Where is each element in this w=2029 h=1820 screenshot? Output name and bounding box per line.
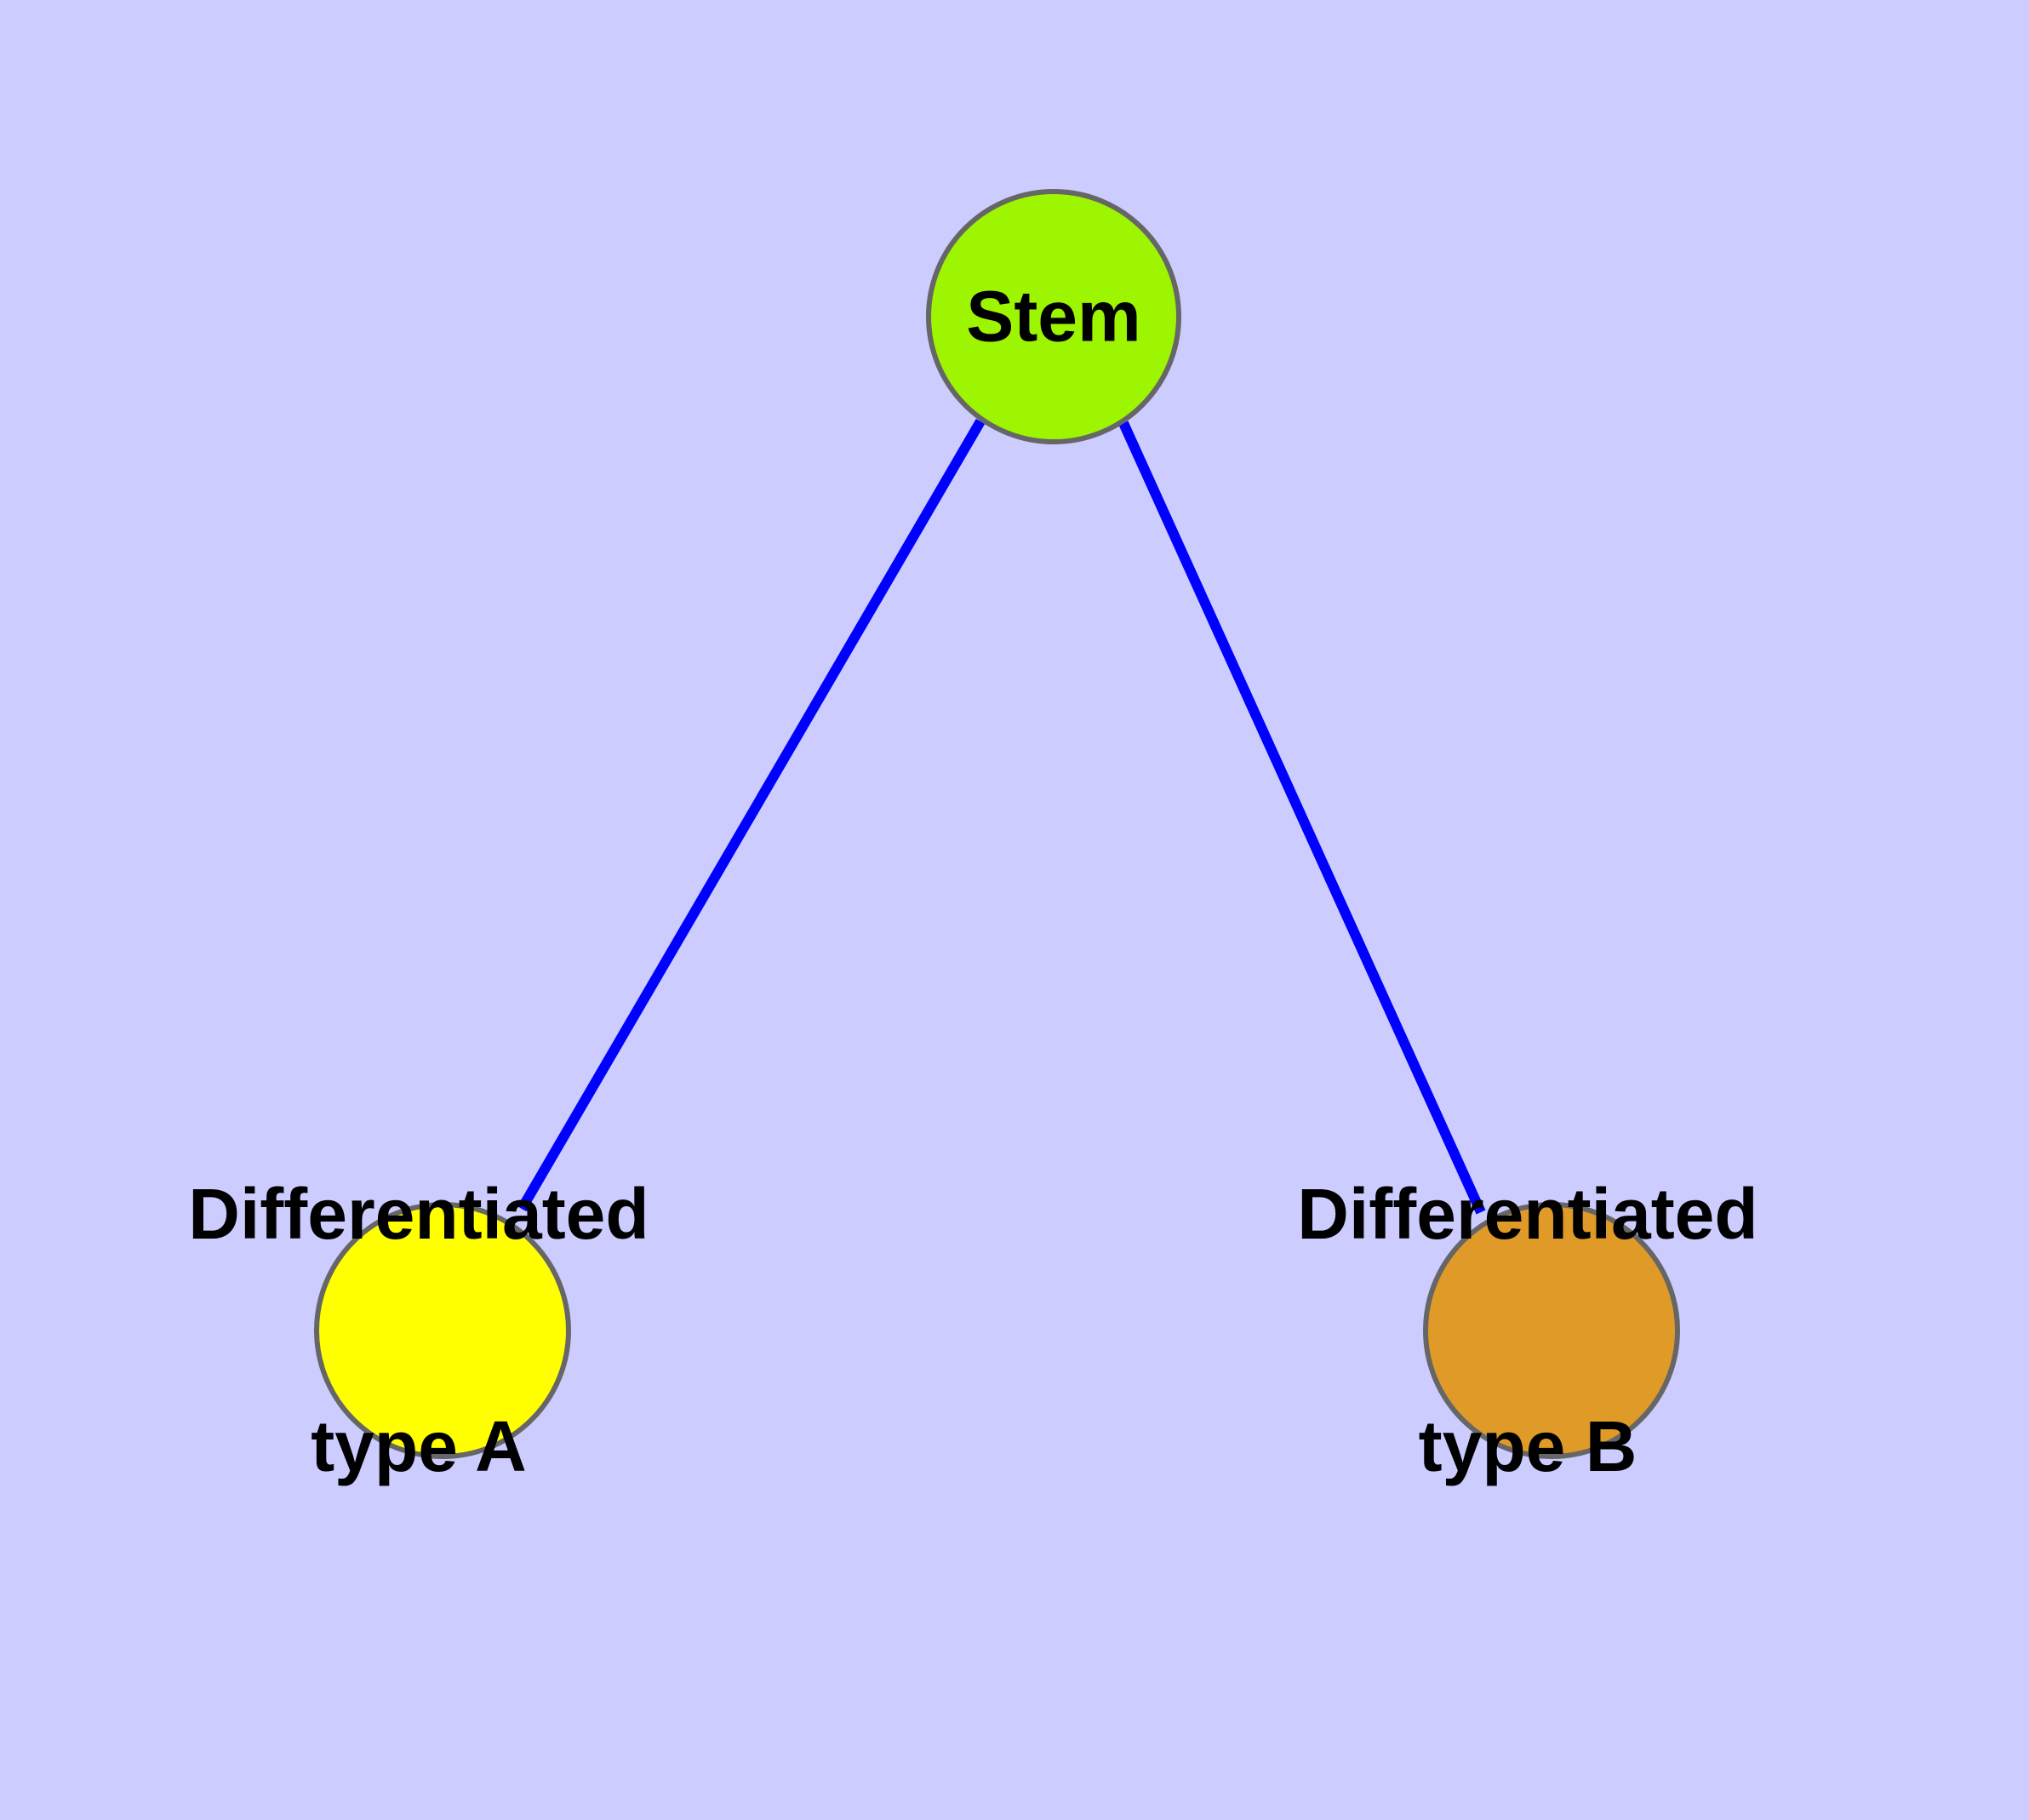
node-layer — [314, 189, 1680, 1459]
edge-stem-to-diff-b[interactable] — [1118, 421, 1486, 1215]
node-diff-b-circle[interactable] — [1423, 1202, 1680, 1459]
edge-layer — [517, 418, 1486, 1215]
node-diff-a-circle[interactable] — [314, 1202, 571, 1459]
edge-stem-to-diff-a[interactable] — [517, 418, 986, 1212]
node-stem-circle[interactable] — [926, 189, 1181, 444]
